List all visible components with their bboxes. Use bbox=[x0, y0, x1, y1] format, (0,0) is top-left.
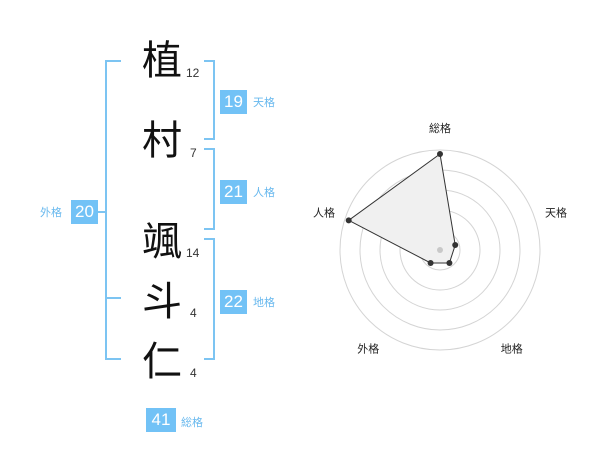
tenkaku-label: 天格 bbox=[253, 96, 275, 109]
radar-axis-label-3: 地格 bbox=[501, 342, 523, 356]
stroke-count-5: 4 bbox=[190, 366, 197, 380]
radar-point-4 bbox=[427, 259, 434, 266]
name-char-4: 斗 bbox=[142, 279, 182, 325]
name-char-5: 仁 bbox=[142, 339, 182, 385]
radar-grid-ring-5 bbox=[339, 149, 541, 351]
radar-axis-label-2: 天格 bbox=[545, 205, 567, 219]
name-char-3: 颯 bbox=[142, 219, 182, 265]
radar-axis-label-1: 総格 bbox=[429, 121, 451, 135]
radar-point-3 bbox=[446, 259, 453, 266]
radar-center-dot bbox=[437, 247, 443, 253]
jinkaku-label: 人格 bbox=[253, 186, 275, 199]
gaikaku-connector bbox=[96, 211, 105, 213]
name-char-2: 村 bbox=[142, 118, 182, 164]
soukaku-label: 総格 bbox=[181, 416, 203, 429]
stroke-count-2: 7 bbox=[190, 146, 197, 160]
jinkaku-bracket bbox=[204, 148, 215, 230]
gaikaku-bracket-tick bbox=[105, 297, 121, 299]
chikaku-label: 地格 bbox=[253, 296, 275, 309]
soukaku-value: 41 bbox=[146, 408, 176, 432]
stroke-count-3: 14 bbox=[186, 246, 200, 260]
radar-point-2 bbox=[452, 242, 459, 249]
chikaku-value: 22 bbox=[220, 290, 247, 314]
chikaku-bracket bbox=[204, 238, 215, 360]
tenkaku-value: 19 bbox=[220, 90, 247, 114]
gaikaku-bracket bbox=[105, 60, 121, 360]
radar-axis-label-4: 外格 bbox=[357, 342, 379, 356]
radar-data-polygon bbox=[347, 153, 456, 264]
gaikaku-label: 外格 bbox=[40, 206, 62, 219]
stroke-count-1: 12 bbox=[186, 66, 200, 80]
radar-axis-label-5: 人格 bbox=[313, 205, 335, 219]
radar-point-1 bbox=[437, 151, 443, 157]
radar-point-5 bbox=[345, 217, 352, 224]
jinkaku-value: 21 bbox=[220, 180, 247, 204]
stroke-count-4: 4 bbox=[190, 306, 197, 320]
gaikaku-value: 20 bbox=[71, 200, 98, 224]
tenkaku-bracket bbox=[204, 60, 215, 140]
name-char-1: 植 bbox=[142, 38, 182, 84]
